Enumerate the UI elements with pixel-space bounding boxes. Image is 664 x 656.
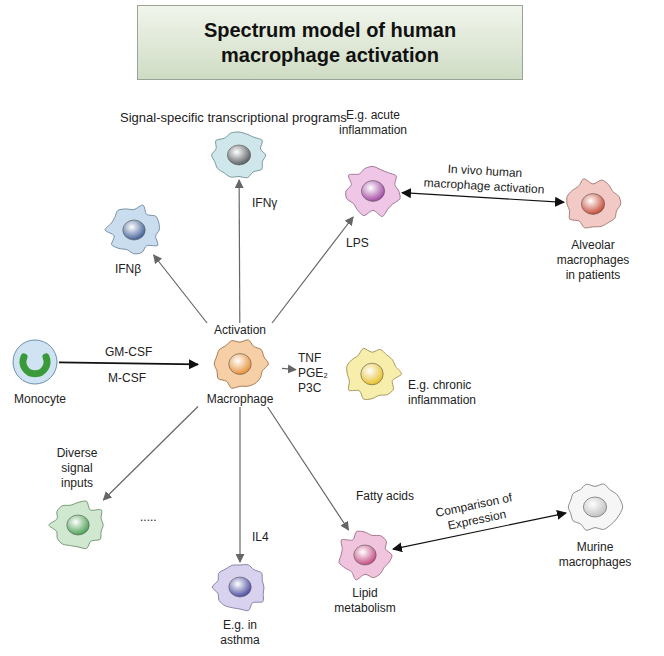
cell-body (339, 531, 392, 580)
cell-body (347, 348, 402, 399)
cell-label: IFNβ (100, 262, 156, 277)
cell-label: Diverse signal inputs (48, 446, 106, 491)
cell-nucleus (583, 497, 606, 517)
cell-nucleus (123, 220, 145, 240)
cell-node: IFNβ (106, 205, 162, 255)
cell-shape (212, 562, 268, 612)
cell-body (212, 132, 266, 178)
cell-label: Alveolar macrophages in patients (555, 238, 631, 283)
cell-shape (11, 338, 59, 386)
connector-arrow (103, 406, 198, 500)
cell-label: Murine macrophages (550, 540, 640, 570)
cell-node: Diverse signal inputs (50, 500, 106, 550)
cell-nucleus (229, 354, 251, 375)
cell-shape (344, 347, 400, 401)
cell-label: E.g. chronic inflammation (408, 378, 508, 408)
cell-body (567, 179, 621, 228)
connector-arrow (239, 180, 241, 323)
edge-label: Comparison of Expression (424, 488, 527, 538)
title-banner: Spectrum model of human macrophage activ… (137, 5, 523, 80)
monocyte-body (13, 340, 57, 384)
cell-node: Alveolar macrophages in patients (564, 178, 622, 230)
cell-node: IFNγ (210, 130, 268, 180)
cell-label: E.g. in asthma (205, 618, 275, 648)
edge-label: In vivo human macrophage activation (419, 160, 550, 198)
cell-shape (210, 130, 268, 180)
cell-body (212, 565, 264, 611)
cell-label: TNF PGE₂ P3C (298, 351, 336, 396)
cell-shape (50, 500, 106, 550)
free-label: Signal-specific transcriptional programs (120, 110, 380, 125)
cell-body (346, 166, 401, 216)
edge-label: GM-CSF (103, 345, 154, 360)
cell-nucleus (581, 194, 604, 215)
cell-nucleus (354, 545, 376, 565)
cell-nucleus (361, 363, 383, 385)
cell-node: Murine macrophages (566, 482, 624, 532)
cell-label: Macrophage (198, 392, 282, 407)
cell-body (214, 340, 268, 388)
connector-arrow (59, 362, 198, 364)
cell-node: IL4E.g. in asthma (212, 562, 268, 612)
title-text: Spectrum model of human macrophage activ… (175, 18, 485, 68)
connector-arrow (154, 255, 207, 323)
cell-shape (337, 530, 393, 580)
cell-body (105, 205, 159, 254)
cell-shape (344, 165, 402, 217)
connector-arrow (268, 407, 349, 530)
cell-label: IL4 (252, 530, 282, 545)
cell-body (568, 484, 622, 530)
cell-nucleus (227, 145, 250, 165)
cell-nucleus (361, 181, 384, 202)
connector-arrow (239, 407, 240, 562)
cell-node: Monocyte (11, 338, 59, 386)
connector-arrow (282, 368, 296, 369)
cell-label: IFNγ (252, 196, 292, 211)
connector-arrow (272, 217, 353, 323)
cell-shape (566, 482, 624, 532)
cell-node: ActivationMacrophage (198, 323, 282, 407)
cell-label: Activation (198, 323, 282, 338)
cell-nucleus (67, 515, 89, 535)
cell-nucleus (229, 577, 251, 597)
cell-label: Lipid metabolism (325, 586, 405, 616)
cell-node: E.g. acute inflammationLPS (344, 165, 402, 217)
cell-node: Fatty acidsLipid metabolism (337, 530, 393, 580)
cell-label: Monocyte (5, 392, 75, 407)
cell-body (49, 501, 103, 549)
cell-node: TNF PGE₂ P3CE.g. chronic inflammation (296, 343, 402, 405)
cell-label: Fatty acids (356, 489, 436, 504)
monocyte-nucleus (23, 357, 47, 374)
cell-shape (106, 205, 162, 255)
cell-shape (564, 178, 622, 230)
cell-shape (212, 338, 268, 390)
cell-label: LPS (346, 236, 386, 251)
free-label: ..... (140, 510, 180, 525)
free-label: M-CSF (108, 371, 158, 386)
